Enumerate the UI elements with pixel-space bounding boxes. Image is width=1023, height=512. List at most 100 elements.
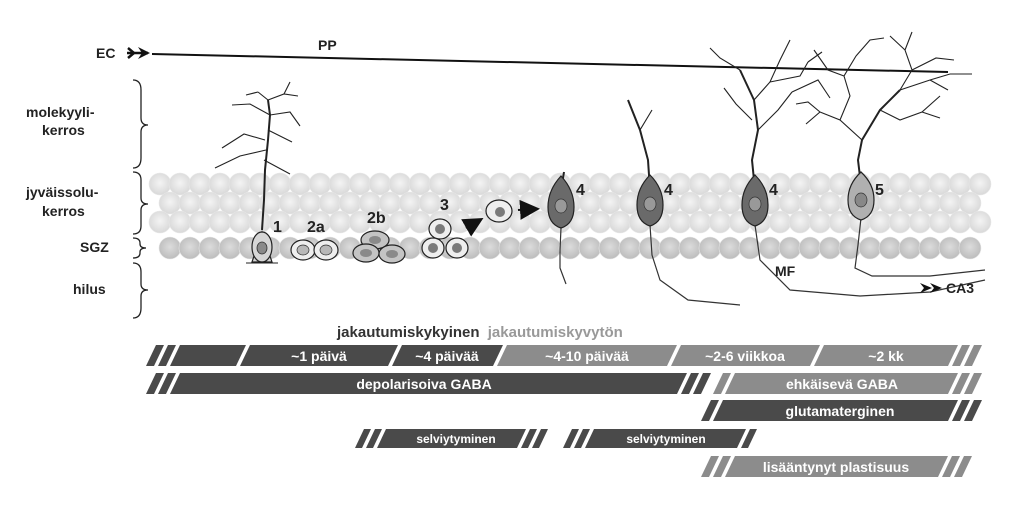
sgz-cell [938,236,962,260]
sgz-cell [598,236,622,260]
granule-cell [168,210,192,234]
granule-cell [468,172,492,196]
granule-cell [688,172,712,196]
stage-labels: 1 2a 2b 3 4 4 4 5 [273,182,884,236]
granule-cell [928,210,952,234]
ec-arrow-icon [138,47,150,59]
granule-cell [188,210,212,234]
sgz-cell [818,236,842,260]
granule-cell [668,210,692,234]
granule-cell [248,210,272,234]
survival-bar-1 [377,429,526,448]
gaba-depolarizing-label: depolarisoiva GABA [356,376,491,392]
sgz-cell [478,236,502,260]
gaba-inhibitory-label: ehkäisevä GABA [786,376,898,392]
sgz-cell [578,236,602,260]
granule-cell [768,210,792,234]
timeline-row-survival: selviytyminen selviytyminen [355,429,757,448]
glutamatergic-bar [713,400,958,421]
granule-cell [268,172,292,196]
granule-cell [278,191,302,215]
granule-cell [448,172,472,196]
sgz-cell [658,236,682,260]
dendrites [214,31,972,231]
granule-cell [338,191,362,215]
granule-cell [608,210,632,234]
sgz-cell [538,236,562,260]
stage-label-1: 1 [273,219,282,236]
stage-label-4c: 4 [769,182,778,199]
granule-cell [308,172,332,196]
sgz-cell [698,236,722,260]
granule-cell [888,172,912,196]
subgranular-zone-layer [158,236,982,260]
granule-cell [508,172,532,196]
granule-cell [288,172,312,196]
granule-cell [408,210,432,234]
sgz-cell [898,236,922,260]
stage-label-4a: 4 [576,182,585,199]
time-segment-3 [497,345,677,366]
time-segment-2 [392,345,503,366]
stage3-cells [421,199,540,259]
time-label-2-6weeks: ~2-6 viikkoa [705,348,785,364]
granule-cell [788,210,812,234]
granule-layer-brace [132,171,149,235]
axons [559,217,986,306]
stage4-neuron-c [741,174,769,227]
granule-cell [148,210,172,234]
ca3-label: CA3 [946,280,974,296]
granule-cell [788,172,812,196]
timeline-row-time: ~1 päivä ~4 päivää ~4-10 päivää ~2-6 vii… [146,345,982,366]
sgz-cell [958,236,982,260]
stage1-cell [246,230,278,264]
granule-cell [198,191,222,215]
granule-cell [828,210,852,234]
sgz-cell [718,236,742,260]
timeline-heading: jakautumiskykyinen jakautumiskyvytön [336,324,623,341]
hilus-brace [132,262,149,319]
granule-cell [598,191,622,215]
time-label-1day: ~1 päivä [291,348,347,364]
time-segment-1 [240,345,398,366]
stage5-neuron [847,171,875,221]
granule-cell [888,210,912,234]
stage-label-2b: 2b [367,210,386,227]
granule-cell [608,172,632,196]
plasticity-label: lisääntynyt plastisuus [763,459,909,475]
time-segment-0 [170,345,246,366]
time-label-4days: ~4 päivää [415,348,479,364]
granule-cell [248,172,272,196]
sgz-cell [638,236,662,260]
granule-cell [228,172,252,196]
sgz-cell [498,236,522,260]
granule-cell [298,191,322,215]
granule-cell [958,191,982,215]
stage2b-cells [352,230,406,264]
granule-cell [388,172,412,196]
molecular-layer-brace [132,79,149,169]
plasticity-bar [725,456,948,477]
granule-cell [408,172,432,196]
sgz-cell [198,236,222,260]
granule-cell [868,210,892,234]
stage-label-3: 3 [440,197,449,214]
sgz-cell [778,236,802,260]
granule-cell [428,172,452,196]
survival-label-1: selviytyminen [416,432,495,446]
heading-nondividing: jakautumiskyvytön [487,324,623,341]
granule-layer-label-line2: kerros [42,203,85,219]
granule-cell-layer [148,172,992,234]
sgz-cell [218,236,242,260]
timeline-row-glutamate: glutamaterginen [701,400,982,421]
stage-label-2a: 2a [307,219,325,236]
granule-cell [208,210,232,234]
sgz-cell [558,236,582,260]
hilus-label: hilus [73,281,106,297]
perforant-path-line [151,53,949,73]
sgz-cell [518,236,542,260]
granule-cell [698,191,722,215]
gaba-depolarizing-bar [170,373,687,394]
layer-labels: molekyyli- kerros jyväissolu- kerros SGZ… [25,79,149,319]
granule-cell [508,210,532,234]
